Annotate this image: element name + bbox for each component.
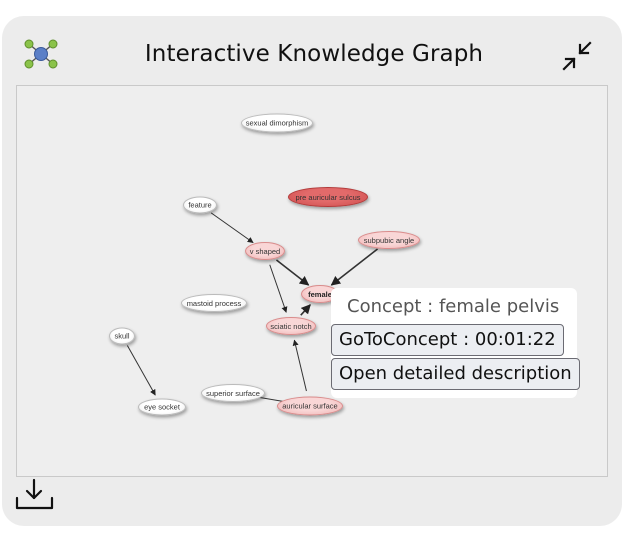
graph-node-sexual-dimorphism[interactable]: sexual dimorphism [241, 113, 313, 133]
graph-node-skull[interactable]: skull [109, 327, 135, 345]
graph-node-sciatic-notch[interactable]: sciatic notch [266, 317, 316, 335]
network-graph-icon [24, 39, 58, 69]
graph-edge-subpubic-angle-to-female-pelvis [330, 248, 379, 286]
graph-node-feature[interactable]: feature [183, 196, 217, 214]
page-title: Interactive Knowledge Graph [144, 41, 484, 67]
concept-tooltip: Concept : female pelvis GoToConcept : 00… [331, 288, 580, 398]
graph-node-subpubic-angle[interactable]: subpubic angle [358, 231, 420, 249]
graph-edge-feature-to-v-shaped [210, 212, 254, 244]
download-icon[interactable] [14, 476, 58, 514]
collapse-arrows-icon[interactable] [559, 38, 595, 74]
graph-node-v-shaped[interactable]: v shaped [245, 242, 285, 260]
open-description-button[interactable]: Open detailed description [331, 358, 580, 390]
graph-edge-skull-to-eye-socket [126, 345, 156, 396]
graph-node-pre-auricular-sulcus[interactable]: pre auricular sulcus [288, 187, 368, 207]
graph-edge-v-shaped-to-female-pelvis [275, 259, 310, 286]
graph-node-mastoid-process[interactable]: mastoid process [181, 294, 247, 312]
graph-node-auricular-surface[interactable]: auricular surface [277, 396, 343, 416]
graph-edge-v-shaped-to-sciatic-notch [269, 264, 288, 313]
graph-edges [126, 212, 379, 404]
graph-node-superior-surface[interactable]: superior surface [201, 384, 265, 402]
graph-edge-auricular-surface-to-sciatic-notch [292, 339, 307, 392]
graph-canvas[interactable]: sexual dimorphism pre auricular sulcus fea… [16, 85, 608, 477]
tooltip-concept-title: Concept : female pelvis [347, 296, 560, 317]
graph-edge-sciatic-notch-to-female-pelvis [300, 304, 311, 316]
goto-concept-button[interactable]: GoToConcept : 00:01:22 [331, 324, 564, 356]
graph-node-eye-socket[interactable]: eye socket [138, 398, 186, 416]
